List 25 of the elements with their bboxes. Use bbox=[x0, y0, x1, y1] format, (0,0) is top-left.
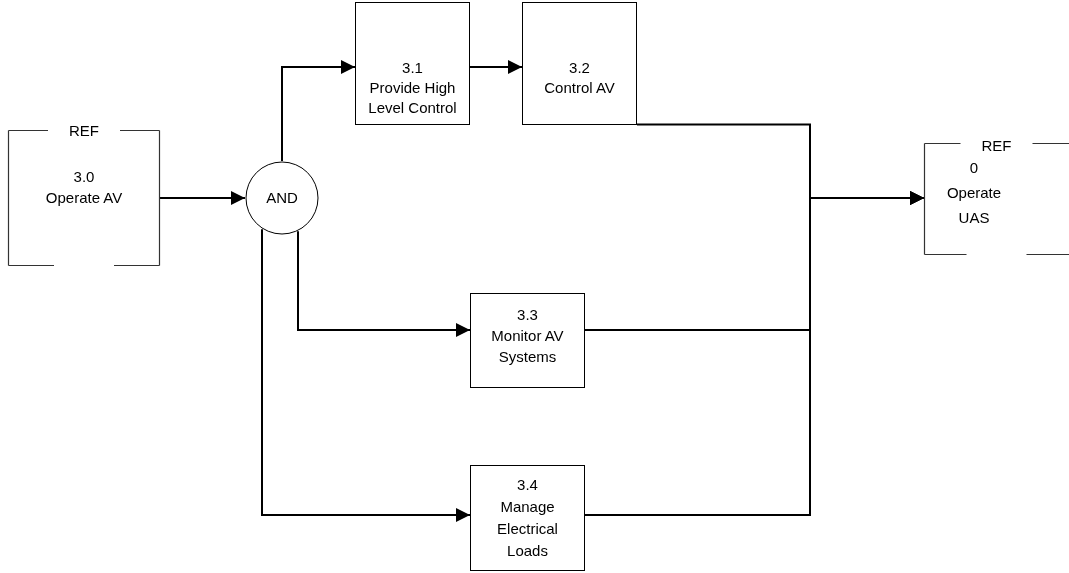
function-number: 3.1 bbox=[401, 58, 424, 78]
arrow bbox=[297, 230, 471, 337]
junction-label: AND bbox=[266, 188, 298, 208]
process-box bbox=[355, 2, 470, 125]
function-number: 3.0 bbox=[72, 167, 96, 187]
arrow bbox=[159, 191, 246, 205]
function-number: 0 bbox=[968, 158, 980, 178]
arrow bbox=[281, 60, 356, 162]
arrow bbox=[469, 60, 523, 74]
function-label: Monitor AV Systems bbox=[490, 326, 565, 367]
reference-label: Operate UAS bbox=[945, 183, 1003, 228]
reference-tag: REF bbox=[54, 120, 114, 141]
function-label: Provide High Level Control bbox=[367, 78, 458, 118]
arrow bbox=[584, 191, 925, 516]
arrow bbox=[261, 228, 471, 522]
process-box bbox=[470, 465, 585, 571]
function-label: Control AV bbox=[543, 78, 616, 98]
function-number: 3.3 bbox=[516, 305, 539, 325]
process-box bbox=[470, 293, 585, 388]
function-label: Manage Electrical Loads bbox=[496, 497, 559, 561]
function-number: 3.4 bbox=[516, 475, 539, 495]
reference-tag: REF bbox=[966, 133, 1027, 158]
reference-label: Operate AV bbox=[44, 188, 124, 208]
function-number: 3.2 bbox=[568, 58, 591, 78]
process-box bbox=[522, 2, 637, 125]
